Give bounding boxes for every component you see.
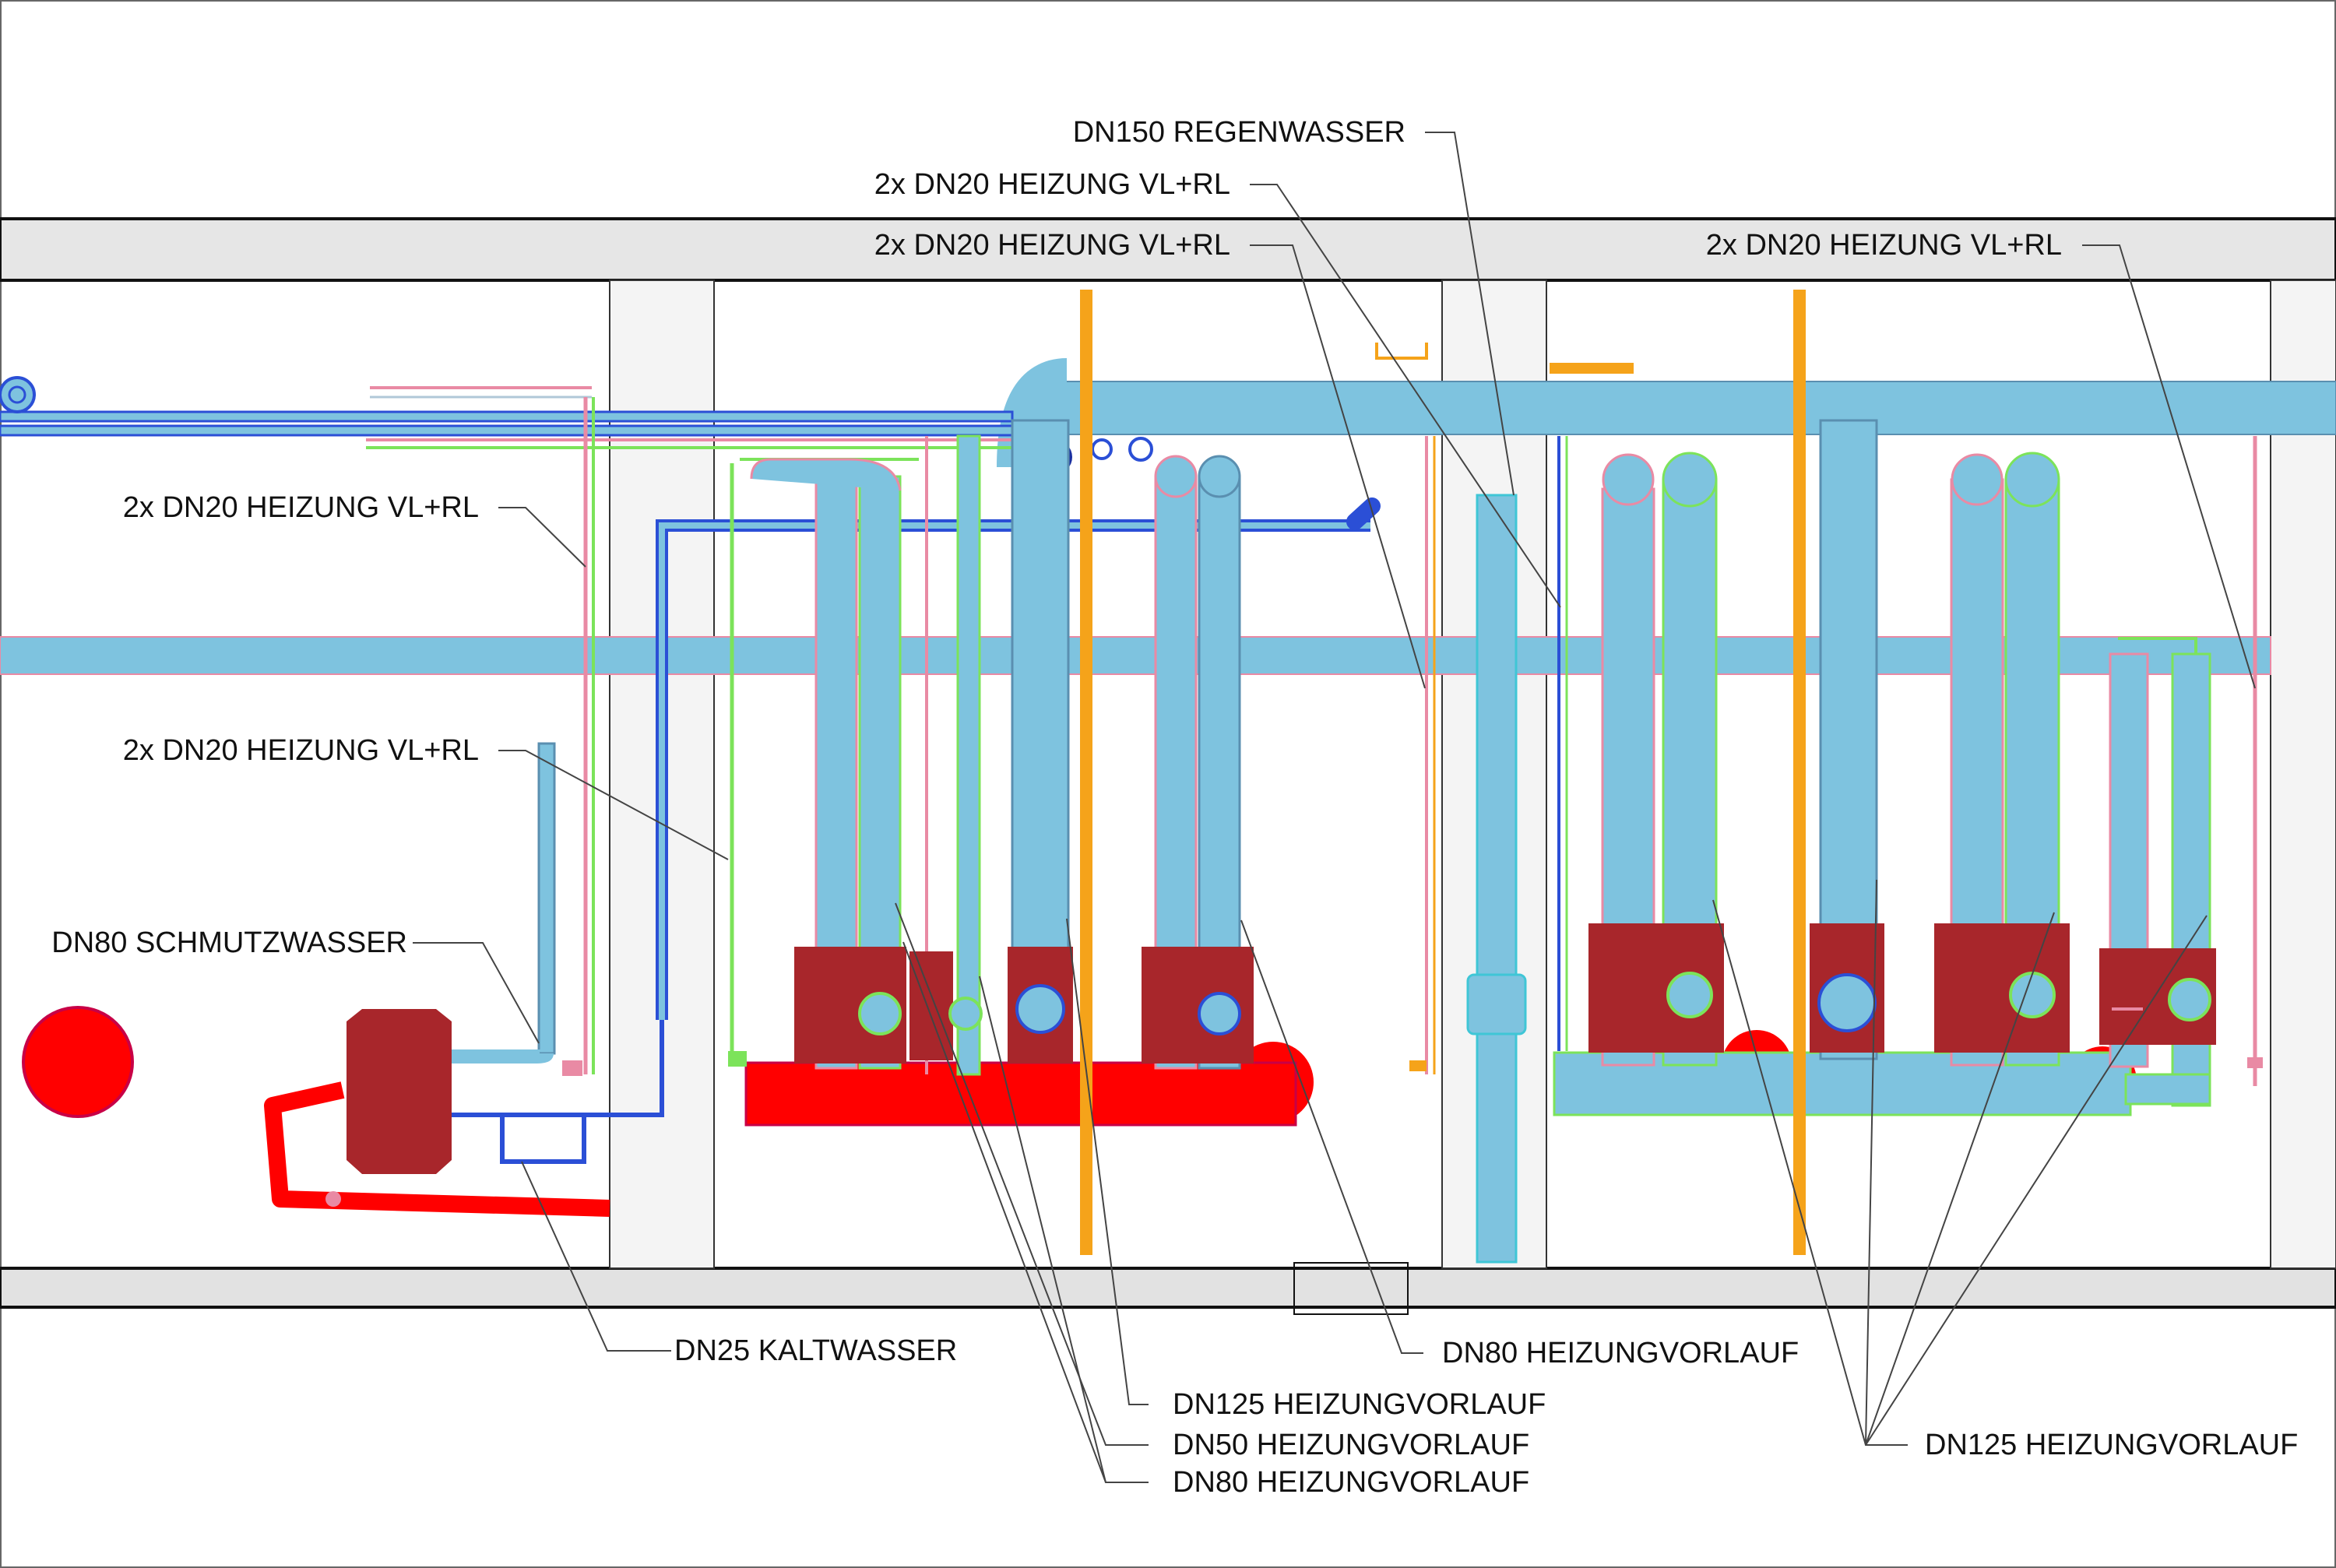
- leader-heizung-top-1: [1250, 184, 1561, 608]
- pump-units: [347, 923, 2216, 1174]
- cold-water-main-lower: [0, 424, 1014, 437]
- leader-heizung-top-right: [2082, 244, 2256, 689]
- leader-dn125-mid: [1066, 918, 1149, 1405]
- red-distribution-header: [744, 1061, 1297, 1127]
- leader-dn50: [895, 902, 1149, 1446]
- valves: [325, 1051, 2263, 1207]
- annotations: DN150 REGENWASSER 2x DN20 HEIZUNG VL+RL …: [51, 116, 2298, 1499]
- label-dn125-vorlauf-mid: DN125 HEIZUNGVORLAUF: [1173, 1388, 1546, 1421]
- orange-riser-2: [1793, 290, 1806, 1255]
- leader-kaltwasser: [521, 1161, 671, 1352]
- leader-dn125-right: [1712, 879, 2208, 1446]
- label-heizung-left-2: 2x DN20 HEIZUNG VL+RL: [123, 734, 479, 767]
- red-header-left: [22, 1006, 2137, 1217]
- red-tank-circle: [22, 1006, 134, 1118]
- label-dn125-vorlauf-right: DN125 HEIZUNGVORLAUF: [1925, 1429, 2298, 1461]
- leader-heizung-top-2: [1250, 244, 1426, 689]
- label-dn80-vorlauf-low: DN80 HEIZUNGVORLAUF: [1173, 1466, 1529, 1499]
- label-heizung-left-1: 2x DN20 HEIZUNG VL+RL: [123, 491, 479, 524]
- floor-slab: [0, 1267, 2336, 1309]
- column-3: [2270, 279, 2336, 1269]
- label-dn80-vorlauf-right: DN80 HEIZUNGVORLAUF: [1442, 1337, 1799, 1369]
- label-heizung-top-right: 2x DN20 HEIZUNG VL+RL: [1706, 229, 2062, 262]
- leader-regenwasser: [1425, 132, 1515, 496]
- pump-right-4: [2099, 948, 2162, 1045]
- label-dn50-vorlauf: DN50 HEIZUNGVORLAUF: [1173, 1429, 1529, 1461]
- cold-water-main-upper: [0, 410, 1014, 423]
- top-distribution-pipe: [1043, 381, 2336, 435]
- cold-water-pipe-end: [0, 376, 36, 413]
- red-return-pipe: [264, 1081, 610, 1217]
- orange-risers: [1080, 290, 1806, 1255]
- leader-heizung-left-1: [498, 507, 586, 568]
- heating-thin-lines: [366, 386, 2257, 1103]
- heating-risers: [452, 419, 2211, 1264]
- label-regenwasser: DN150 REGENWASSER: [1073, 116, 1405, 149]
- cold-water-branch-low: [452, 1020, 664, 1164]
- riser-dn80-schmutz: [537, 742, 556, 1055]
- orange-riser-1: [1080, 290, 1092, 1255]
- riser-dn80-main: [1011, 419, 1070, 1029]
- label-heizung-top-1: 2x DN20 HEIZUNG VL+RL: [874, 168, 1230, 201]
- leader-lines: [413, 132, 2256, 1483]
- riser-rainwater: [1476, 494, 1518, 1264]
- expansion-vessel: [347, 1009, 452, 1174]
- leader-heizung-left-2: [498, 750, 729, 860]
- leader-schmutzwasser: [413, 942, 540, 1044]
- floor-drain: [1293, 1262, 1409, 1315]
- leader-dn80-right: [1240, 919, 1423, 1354]
- cold-water-pipes: [0, 376, 1381, 1164]
- label-schmutzwasser: DN80 SCHMUTZWASSER: [51, 926, 407, 959]
- label-kaltwasser: DN25 KALTWASSER: [674, 1334, 957, 1367]
- label-heizung-top-2: 2x DN20 HEIZUNG VL+RL: [874, 229, 1230, 262]
- pump-dn50-block: [909, 951, 953, 1060]
- main-duct-horizontal: [0, 636, 2271, 675]
- ceiling-slab: [0, 217, 2336, 282]
